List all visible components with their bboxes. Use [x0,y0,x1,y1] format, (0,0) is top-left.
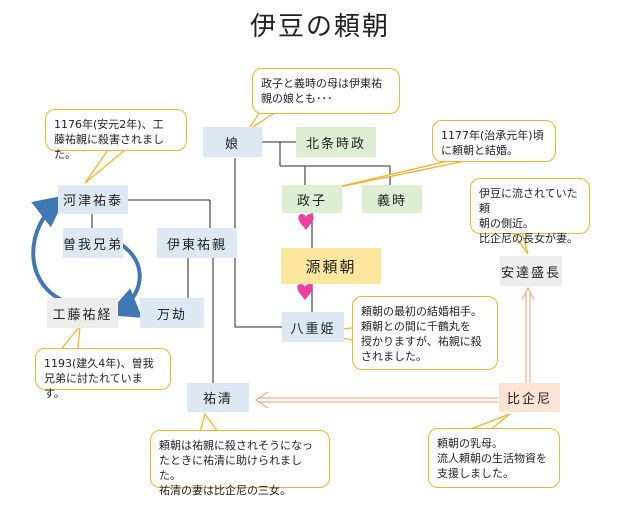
note-adachi: 伊豆に流されていた頼 朝の側近。 比企尼の長女が妻。 [470,178,590,245]
person-ito-sukechika: 伊東祐親 [157,228,237,258]
note-hikini: 頼朝の乳母。 流人頼朝の生活物資を 支援しました。 [428,428,560,488]
person-adachi-morinaga: 安達盛長 [500,256,562,286]
note-kudo: 1193(建久4年)、曽我 兄弟に討たれています。 [35,348,171,400]
note-yaegime: 頼朝の最初の結婚相手。 頼朝との間に千鶴丸を 授かりますが、祐親に殺 されました… [352,296,498,370]
person-masako: 政子 [282,185,342,213]
person-minamoto-yoritomo: 源頼朝 [281,248,381,284]
person-hikini: 比企尼 [499,383,560,412]
note-musume: 政子と義時の母は伊東祐 親の娘とも･･･ [252,68,400,114]
person-soga-kyodai: 曽我兄弟 [63,228,123,258]
heart-icon [297,284,313,300]
person-kudo-suketsune: 工藤祐経 [47,298,118,328]
heart-icon [298,214,314,230]
person-kawazu-sukeyasu: 河津祐泰 [58,185,128,214]
note-masako: 1177年(治承元年)頃 に頼朝と結婚。 [432,120,556,162]
note-kawazu: 1176年(安元2年)、工 藤祐親に殺害されました。 [45,109,187,161]
person-musume: 娘 [203,127,262,157]
person-sukekiyo: 祐清 [187,383,249,412]
person-manko: 万劫 [140,298,204,328]
person-yoshitoki: 義時 [362,185,422,213]
page-title: 伊豆の頼朝 [249,12,390,42]
note-sukekiyo: 頼朝は祐親に殺されそうになっ たときに祐清に助けられました。 祐清の妻は比企尼の… [150,430,330,497]
person-yaegime: 八重姫 [282,312,344,342]
person-hojo-tokimasa: 北条時政 [296,127,376,157]
